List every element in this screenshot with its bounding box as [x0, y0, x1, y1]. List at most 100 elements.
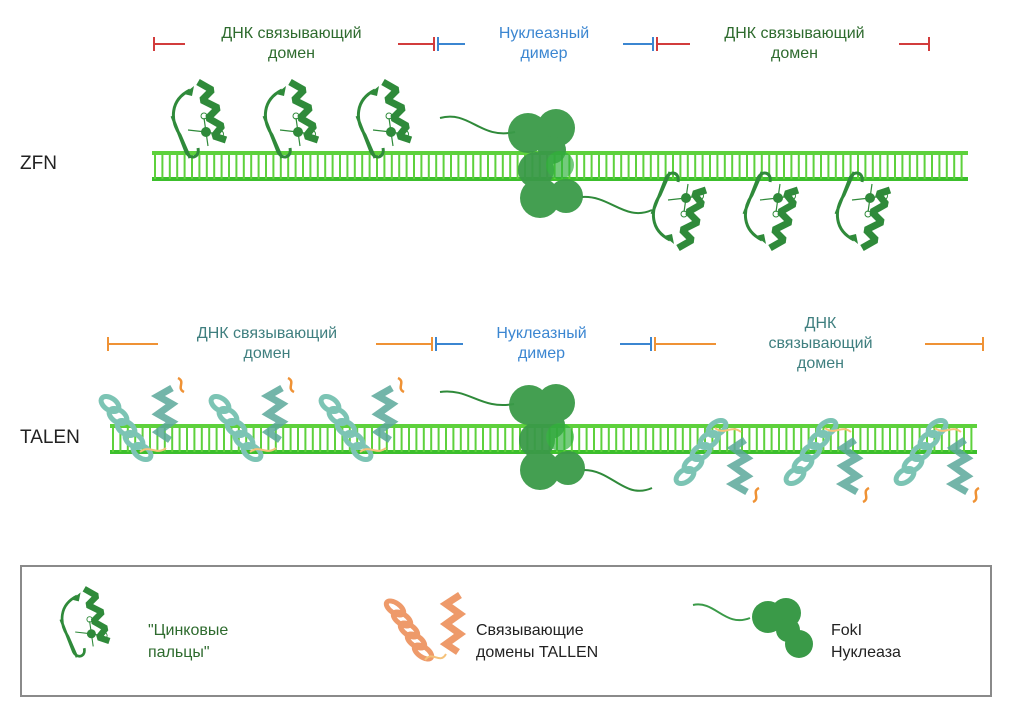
loop-linker	[424, 653, 447, 661]
talen-repeat	[318, 376, 405, 463]
zfn-nuclease-bracket	[437, 37, 654, 51]
loop-linker	[249, 447, 277, 453]
alpha-helix	[288, 78, 320, 144]
helix-coil	[925, 417, 949, 439]
coordination-bonds	[372, 117, 404, 147]
zinc-finger	[650, 171, 708, 252]
talen-row-label: TALEN	[20, 427, 80, 448]
histidine-ring	[864, 210, 872, 218]
talen-left-domain-label-line2: домен	[243, 345, 291, 362]
coordination-bonds	[279, 117, 311, 147]
zfn-top-linker	[439, 115, 516, 135]
helix-coil	[411, 642, 435, 662]
zfn-nuclease-label: Нуклеазный димер	[465, 24, 623, 64]
talen-nuclease-dimer	[509, 384, 585, 490]
helix-ribbon	[150, 384, 179, 443]
talen-nuclease-label-line1: Нуклеазный	[496, 325, 587, 342]
talen-left-binding-domains	[98, 376, 405, 463]
coordination-bonds	[851, 183, 883, 213]
legend-box	[20, 565, 992, 697]
zfn-left-domain-label-line2: домен	[268, 45, 315, 62]
loop-linker	[359, 447, 387, 453]
zfn-nuclease-dimer	[508, 109, 583, 218]
beta-sheet	[355, 88, 385, 159]
zinc-finger	[742, 171, 800, 252]
zfn-right-domain-label-line1: ДНК связывающий	[724, 25, 865, 42]
legend-item-foki-nuclease: FokI Нуклеаза	[831, 620, 901, 664]
loop-linker	[714, 427, 742, 433]
talen-repeat	[893, 417, 980, 504]
beta-sheet	[262, 88, 292, 159]
legend-foki-line1: FokI	[831, 622, 863, 639]
beta-arrow	[184, 86, 194, 96]
loop-linker	[934, 427, 962, 433]
beta-arrow	[756, 234, 766, 244]
zfn-right-zinc-fingers	[650, 171, 892, 252]
talen-nuclease-label: Нуклеазный димер	[463, 324, 620, 364]
helix-coil	[240, 441, 264, 463]
zfn-nuclease-label-line2: димер	[520, 45, 568, 62]
beta-sheet	[59, 594, 86, 658]
beta-arrow	[664, 234, 674, 244]
helix-ribbon	[260, 384, 289, 443]
beta-arrow	[276, 86, 286, 96]
talen-repeat	[783, 417, 870, 504]
zfn-nuclease-label-line1: Нуклеазный	[498, 25, 590, 42]
histidine-ring	[680, 210, 688, 218]
talen-right-domain-bracket	[654, 337, 984, 351]
coordination-bonds	[187, 117, 219, 147]
helix-coil	[705, 417, 729, 439]
coordination-bonds	[667, 183, 699, 213]
talen-legend-motif	[383, 592, 467, 662]
zfn-bottom-linker	[581, 195, 653, 215]
helix-ribbon	[370, 384, 399, 443]
talen-domain-icon	[383, 592, 467, 662]
histidine-ring	[100, 632, 108, 640]
histidine-ring	[200, 112, 208, 120]
zfn-right-domain-bracket	[656, 37, 930, 51]
talen-nuclease-bracket	[435, 337, 652, 351]
zinc-finger	[355, 78, 413, 159]
talen-right-domain-label-line2: связывающий	[768, 335, 873, 352]
helix-ribbon	[945, 437, 974, 496]
zfn-left-domain-label: ДНК связывающий домен	[185, 24, 398, 64]
beta-sheet	[170, 88, 200, 159]
loop-linker	[824, 427, 852, 433]
helix-ribbon	[725, 437, 754, 496]
alpha-helix	[860, 186, 892, 252]
legend-talen-domains-line1: Связывающие	[476, 622, 584, 639]
talen-right-binding-domains	[673, 417, 980, 504]
legend-foki-line2: Нуклеаза	[831, 644, 901, 661]
histidine-ring	[772, 210, 780, 218]
zfn-left-domain-label-line1: ДНК связывающий	[221, 25, 362, 42]
zinc-finger	[170, 78, 228, 159]
histidine-ring	[880, 192, 888, 200]
alpha-helix	[82, 586, 111, 644]
zfn-row-label: ZFN	[20, 153, 57, 174]
talen-repeat	[208, 376, 295, 463]
beta-sheet	[650, 171, 680, 242]
talen-left-domain-bracket	[107, 337, 433, 351]
helix-ribbon	[835, 437, 864, 496]
histidine-ring	[86, 616, 93, 623]
histidine-ring	[216, 130, 224, 138]
zfn-left-zinc-fingers	[170, 78, 413, 159]
foki-nuclease-icon	[692, 598, 813, 658]
alpha-helix	[676, 186, 708, 252]
alpha-helix	[768, 186, 800, 252]
legend-zinc-fingers-line1: "Цинковые	[148, 622, 229, 639]
talen-left-domain-label-line1: ДНК связывающий	[196, 325, 338, 342]
coordination-bonds	[75, 621, 103, 647]
beta-arrow	[848, 234, 858, 244]
rvd-linker	[287, 376, 295, 394]
helix-coil	[130, 441, 154, 463]
talen-right-domain-label: ДНК связывающий домен	[716, 314, 925, 374]
talen-bottom-linker	[583, 469, 653, 492]
beta-sheet	[834, 171, 864, 242]
zinc-finger	[262, 78, 320, 159]
helix-coil	[350, 441, 374, 463]
histidine-ring	[292, 112, 300, 120]
alpha-helix	[381, 78, 413, 144]
legend-zinc-fingers-line2: пальцы"	[148, 644, 210, 661]
zfn-right-domain-label: ДНК связывающий домен	[690, 24, 899, 64]
